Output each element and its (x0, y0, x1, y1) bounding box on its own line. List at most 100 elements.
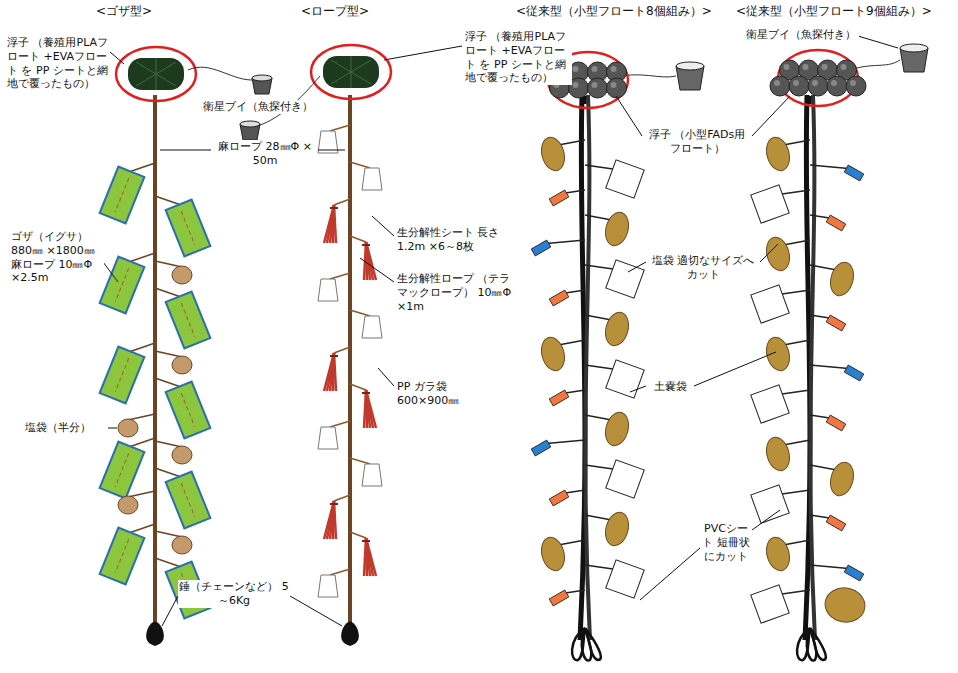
salt-bag (763, 435, 793, 474)
pvc-strip (549, 290, 569, 306)
pvc-strip (549, 590, 569, 606)
biodegradable-sheet (324, 501, 338, 539)
satellite-buoy (676, 62, 704, 90)
float (323, 56, 379, 88)
branch-rope (330, 125, 350, 131)
pvc-strip (531, 440, 551, 456)
float-shine (784, 64, 790, 70)
salt-bag (827, 460, 857, 499)
sandbag (751, 385, 789, 423)
branch-rope (782, 290, 810, 294)
float-shine (573, 66, 579, 72)
branch-rope (155, 351, 182, 357)
satellite-buoy (252, 75, 272, 94)
salt-bag (602, 210, 632, 249)
goza-mat (166, 472, 211, 529)
callout-label: 土嚢袋 (647, 380, 693, 394)
salt-bag (172, 536, 192, 554)
branch-rope (350, 384, 366, 390)
biodegradable-sheet (324, 353, 338, 391)
salt-bag (172, 266, 192, 284)
pvc-strip (826, 415, 846, 431)
sandbag (606, 260, 644, 298)
salt-bag (538, 335, 568, 374)
hemp-rope (153, 95, 157, 628)
pvc-strip (826, 215, 846, 231)
branch-rope (782, 390, 810, 394)
satellite-buoy (240, 121, 260, 140)
pvc-strip (844, 165, 864, 181)
pvc-strip (549, 390, 569, 406)
goza-mat (100, 257, 145, 314)
salt-bag (827, 260, 857, 299)
branch-rope (330, 273, 350, 279)
panel-heading: <ゴザ型> (95, 4, 153, 19)
pp-bag (318, 575, 338, 597)
callout-label: 浮子 （養殖用PLAフロート +EVAフロート を PP シートと網地で覆ったも… (6, 36, 110, 91)
panel-heading: <従来型（小型フロート8個組み）> (515, 4, 713, 19)
pvc-strip (844, 565, 864, 581)
branch-rope (585, 365, 613, 369)
branch-rope (350, 162, 370, 168)
sandbag (606, 460, 644, 498)
sandbag (751, 585, 789, 623)
float-shine (831, 80, 837, 86)
weight (146, 622, 164, 647)
salt-bag (118, 419, 138, 437)
sandbag (751, 185, 789, 223)
highlight-circle (311, 45, 391, 99)
highlight-circle (116, 47, 196, 101)
branch-rope (155, 441, 182, 447)
pp-bag (318, 427, 338, 449)
goza-mat (100, 167, 145, 224)
callout-label: 衛星ブイ（魚探付き） (745, 28, 859, 42)
float (128, 58, 184, 90)
float-shine (822, 64, 828, 70)
branch-rope (782, 490, 810, 494)
weight-chain (572, 628, 826, 661)
goza-mat (166, 382, 211, 439)
branch-rope (585, 265, 613, 269)
pp-bag (362, 168, 382, 190)
satellite-buoy (900, 44, 928, 72)
small-float (789, 76, 809, 96)
sandbag (751, 285, 789, 323)
branch-rope (334, 199, 350, 205)
biodegradable-sheet (362, 538, 376, 576)
float-shine (592, 66, 598, 72)
callout-label: PVCシート 短冊状にカット (700, 522, 752, 563)
highlight-circle (778, 50, 858, 106)
branch-rope (334, 347, 350, 353)
callout-label: 麻ロープ 28㎜Φ × 50m (213, 140, 317, 168)
float-shine (611, 66, 617, 72)
float-shine (850, 80, 856, 86)
buoy-line (188, 67, 252, 80)
salt-bag (602, 510, 632, 549)
pp-bag (362, 464, 382, 486)
callout-label: 生分解性シート 長さ1.2m ×6～8枚 (396, 226, 504, 254)
float-shine (793, 80, 799, 86)
hemp-rope (348, 95, 352, 628)
small-float (607, 78, 627, 98)
goza-mat (100, 442, 145, 499)
float-shine (611, 82, 617, 88)
float-shine (592, 82, 598, 88)
callout-label: 塩袋（半分） (24, 421, 108, 435)
callout-label: ゴザ（イグサ） 880㎜ ×1800㎜ 麻ロープ 10㎜Φ ×2.5m (10, 230, 104, 285)
callout-label: PP ガラ袋 600×900㎜ (396, 380, 496, 408)
pvc-strip (531, 240, 551, 256)
branch-rope (128, 491, 155, 497)
weight (341, 622, 359, 647)
salt-bag (538, 535, 568, 574)
branch-rope (350, 310, 370, 316)
branch-rope (585, 465, 613, 469)
salt-bag (763, 535, 793, 574)
float-shine (812, 80, 818, 86)
salt-bag (822, 585, 867, 625)
pvc-strip (549, 190, 569, 206)
panel-heading: <従来型（小型フロート9個組み）> (735, 4, 933, 19)
branch-rope (128, 414, 155, 420)
salt-bag (602, 310, 632, 349)
biodegradable-sheet (324, 205, 338, 243)
